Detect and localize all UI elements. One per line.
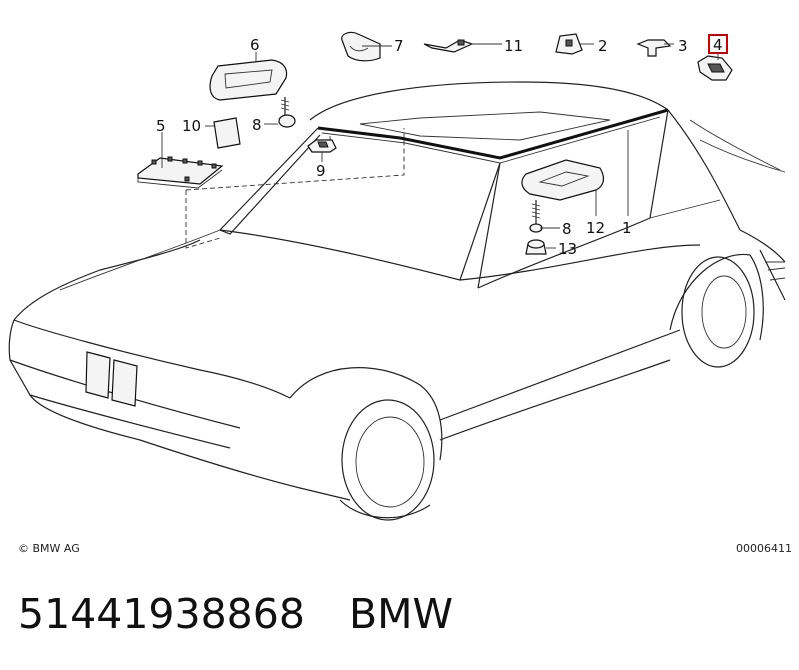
drawing-number: 00006411 (736, 542, 792, 555)
car-outline (8, 81, 786, 521)
label-2: 2 (598, 37, 608, 55)
label-10: 10 (182, 117, 201, 135)
part-2-clip (555, 33, 583, 55)
copyright-text: © BMW AG (18, 542, 80, 555)
label-3: 3 (678, 37, 688, 55)
label-11: 11 (504, 37, 523, 55)
parts-diagram: 6 7 11 2 3 4 5 10 8 9 8 12 1 13 © BMW AG… (8, 31, 792, 555)
label-13: 13 (558, 240, 577, 258)
label-9: 9 (316, 162, 326, 180)
label-5: 5 (156, 117, 166, 135)
part-11-spring-clip (423, 39, 474, 53)
part-4-clip (697, 55, 733, 81)
label-8-lower: 8 (562, 220, 572, 238)
label-6: 6 (250, 36, 260, 54)
part-9-bracket (307, 139, 337, 153)
highlight-box (708, 34, 728, 54)
part-3-clip (636, 39, 672, 57)
part-8-screw-lower (529, 200, 543, 233)
part-12-grab-handle (521, 159, 605, 201)
part-6-grab-handle (209, 59, 288, 101)
part-8-screw-upper (278, 97, 296, 128)
label-4: 4 (713, 36, 723, 54)
part-10-cover-cap (213, 117, 241, 149)
part-13-nut (525, 239, 547, 255)
reference-labels: 6 7 11 2 3 4 5 10 8 9 8 12 1 13 (156, 34, 728, 258)
part-7-clip (341, 31, 381, 62)
part-5-panel (137, 156, 224, 189)
label-8-upper: 8 (252, 116, 262, 134)
label-12: 12 (586, 219, 605, 237)
caption: 51441938868 BMW (18, 584, 497, 644)
label-7: 7 (394, 37, 404, 55)
leader-lines (161, 43, 719, 249)
part-number: 51441938868 (18, 590, 305, 638)
brand-name: BMW (348, 590, 453, 638)
label-1: 1 (622, 219, 632, 237)
